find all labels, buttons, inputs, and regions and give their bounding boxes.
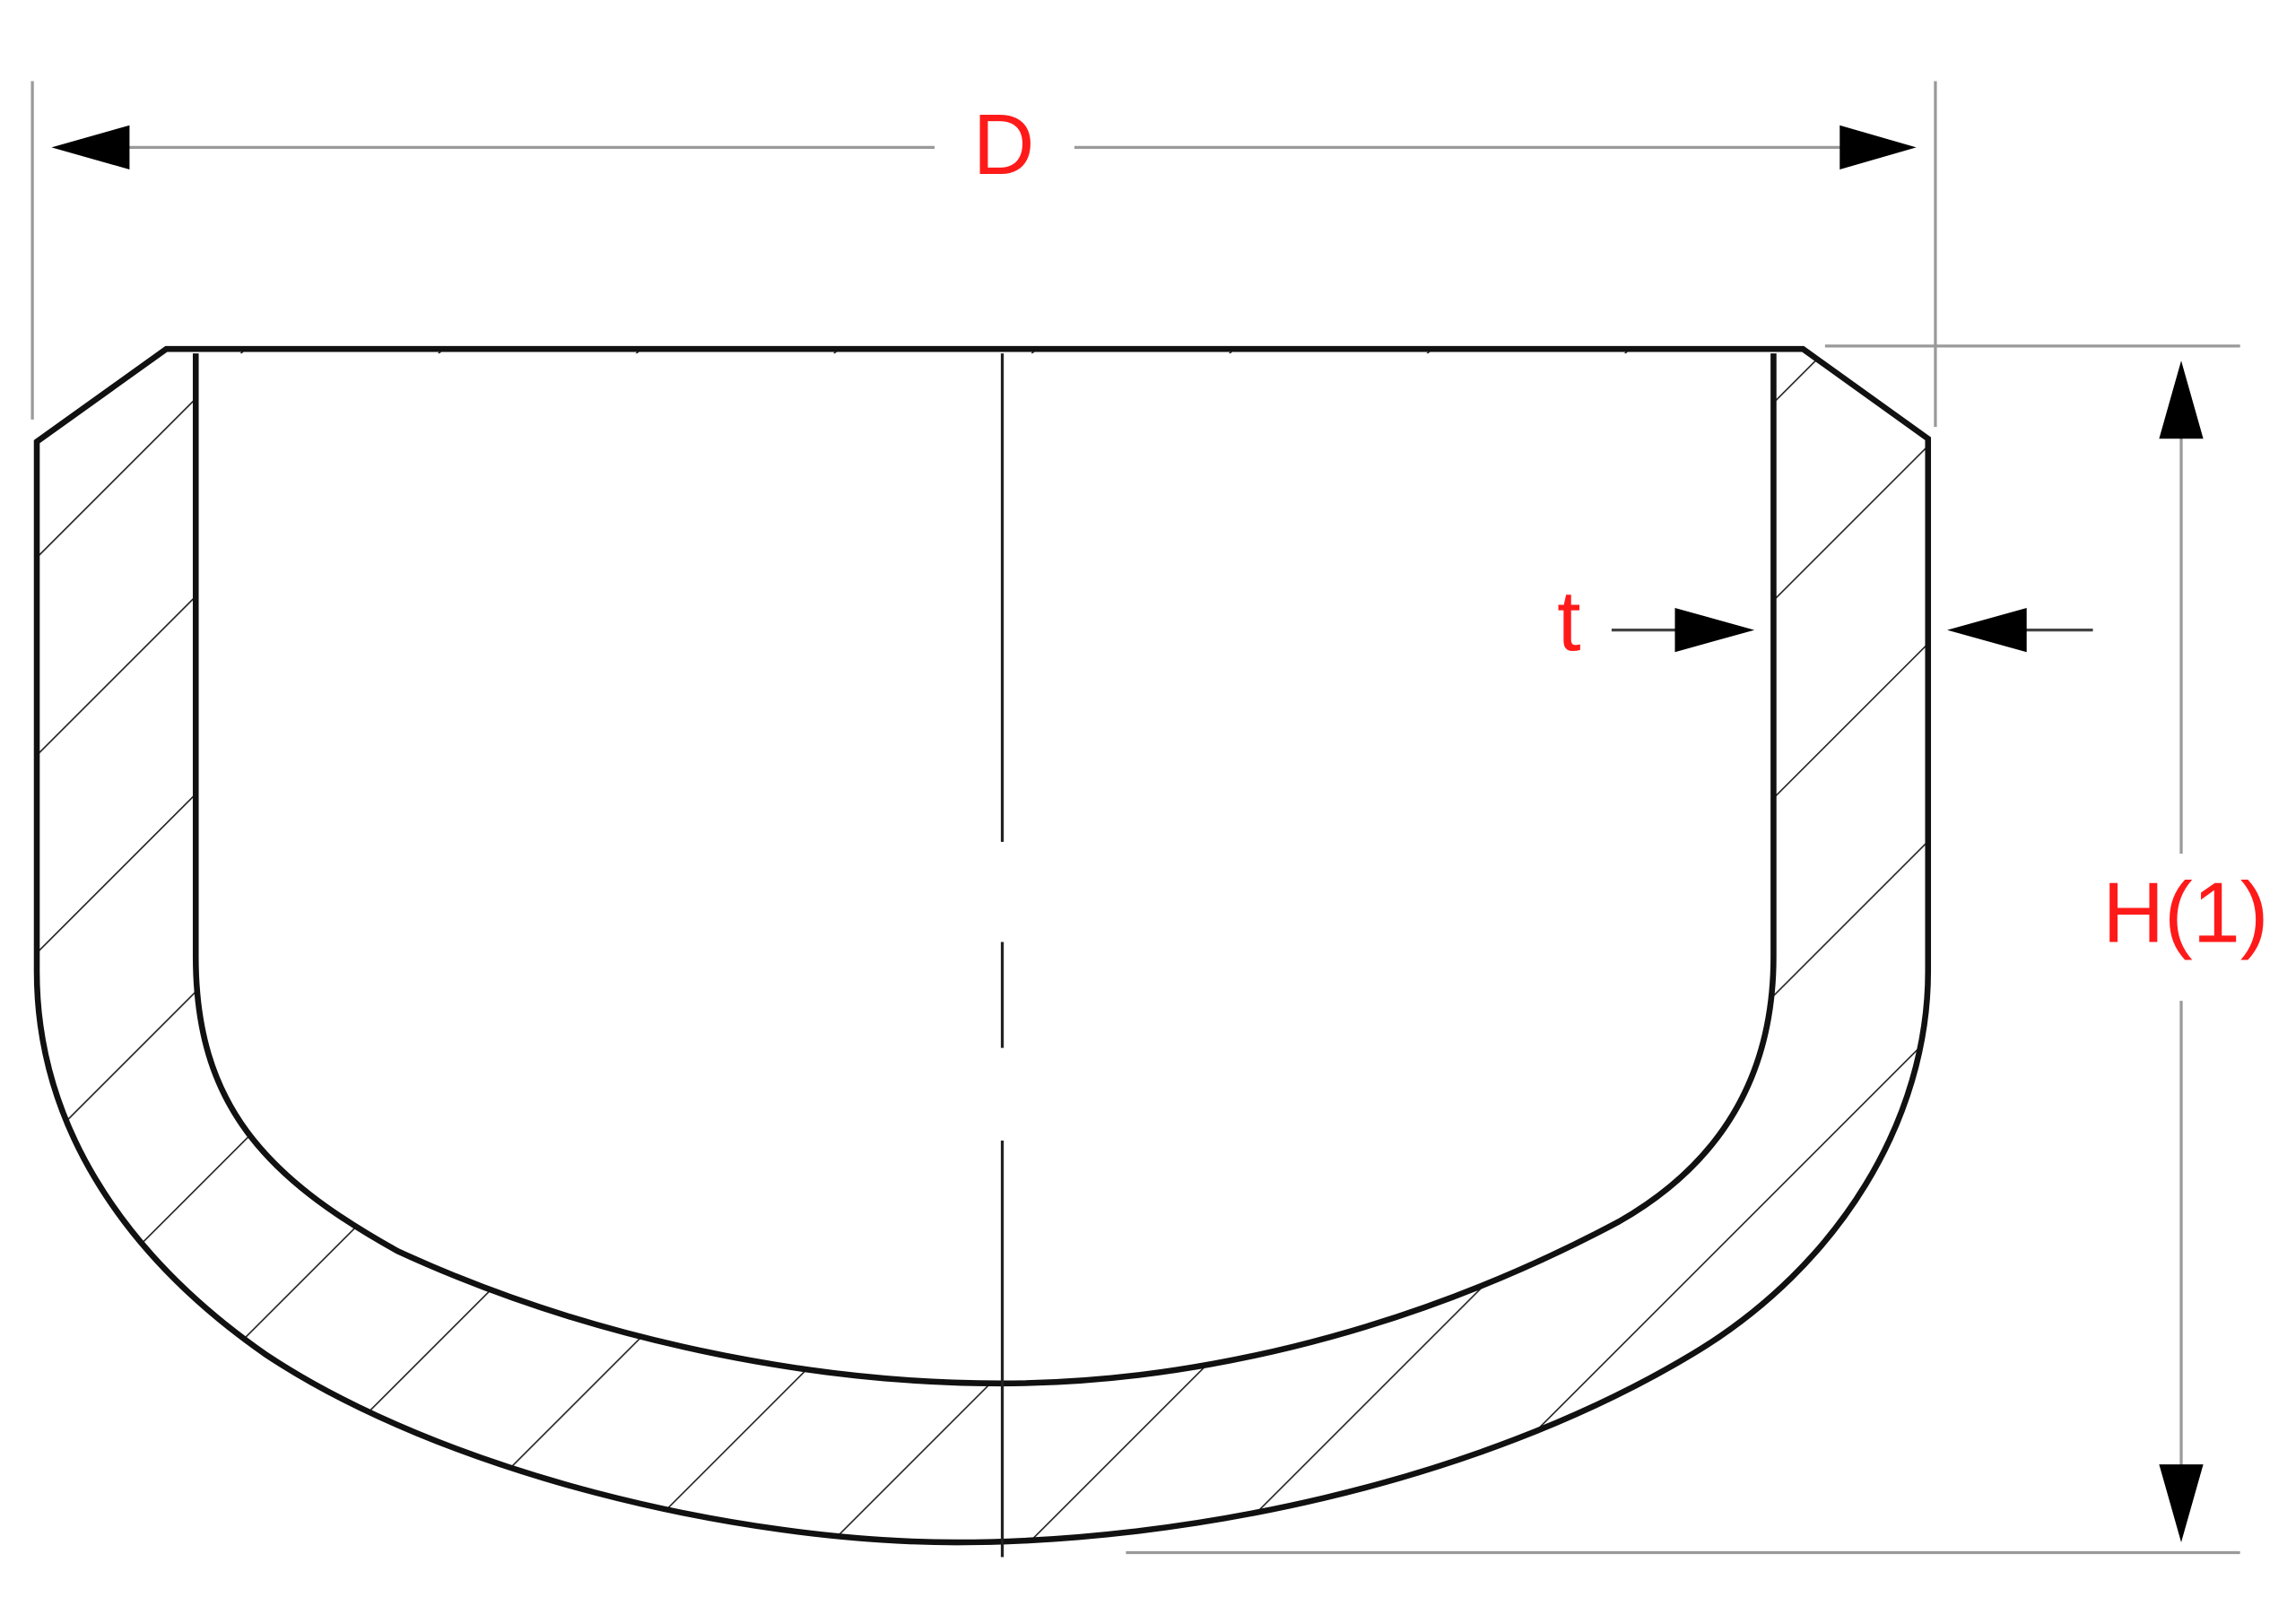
height-label: H(1) <box>2102 866 2268 961</box>
arrow-left-icon <box>1947 607 2027 653</box>
diameter-dimension: D <box>30 81 1937 428</box>
arrow-up-icon <box>2159 360 2204 439</box>
height-dimension: H(1) <box>1126 344 2268 1555</box>
arrow-down-icon <box>2159 1464 2204 1543</box>
arrow-right-icon <box>1839 125 1917 169</box>
cap-inner-outline <box>192 353 1777 1387</box>
arrow-left-icon <box>51 125 130 169</box>
thickness-dimension: t <box>1557 575 2093 670</box>
cap-outer-outline <box>33 345 1932 1546</box>
diameter-label: D <box>973 98 1035 193</box>
thickness-label: t <box>1557 575 1580 670</box>
cap-wall-hatching <box>37 349 1928 1543</box>
arrow-right-icon <box>1674 607 1755 653</box>
